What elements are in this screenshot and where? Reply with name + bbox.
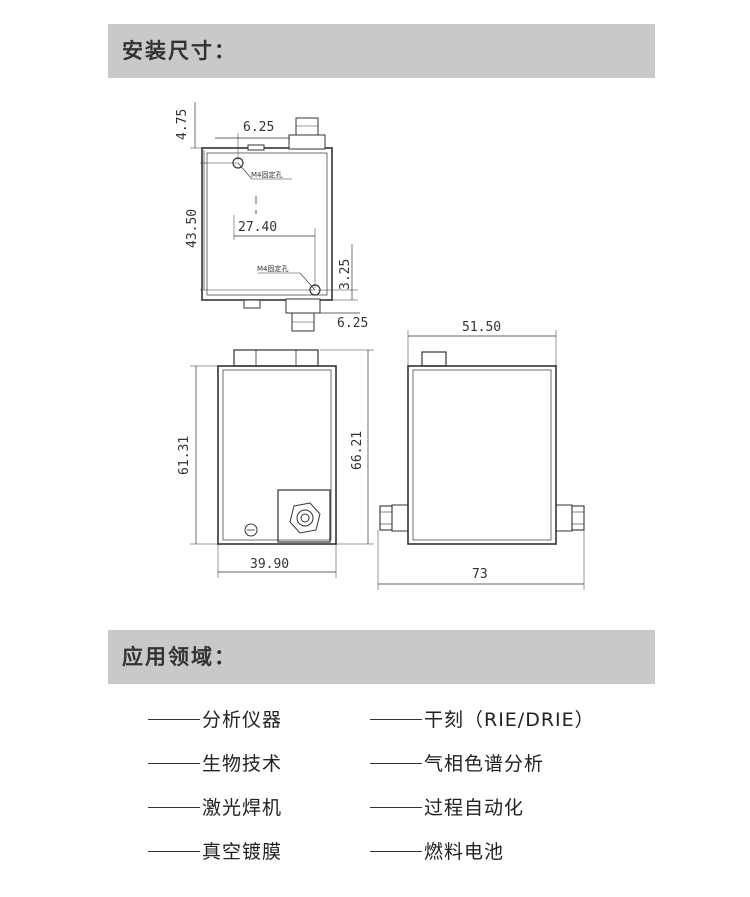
dim-front-height-inner: 61.31 (177, 436, 192, 475)
dim-side-total-width: 73 (472, 567, 488, 582)
side-top-connector (421, 351, 447, 367)
side-left-base (391, 504, 409, 532)
dim-hole-spacing-h: 27.40 (238, 220, 277, 235)
application-item: 燃料电池 (370, 837, 504, 864)
dim-front-height-total: 66.21 (350, 431, 365, 470)
dim-bottom-right-offset: 3.25 (338, 259, 353, 290)
application-item: 干刻（RIE/DRIE） (370, 705, 595, 732)
dim-hole-spacing-v: 43.50 (185, 209, 200, 248)
top-view (190, 102, 360, 332)
top-inlet-fitting (288, 134, 326, 150)
application-item: 真空镀膜 (148, 837, 282, 864)
side-left-fitting (379, 505, 393, 531)
applications-title-text: 应用领域： (122, 645, 237, 669)
top-view-inner-outline (206, 152, 328, 296)
dim-bottom-fitting-offset: 6.25 (337, 316, 368, 331)
technical-drawing: 4.75 6.25 43.50 27.40 3.25 6.25 M4固定孔 M4… (175, 102, 585, 590)
dim-top-left-offset: 4.75 (175, 109, 190, 140)
dimensions-title-text: 安装尺寸： (122, 39, 237, 63)
dim-front-width: 39.90 (250, 557, 289, 572)
front-fitting-plate (277, 489, 331, 543)
side-right-fitting (571, 505, 585, 531)
application-item: 过程自动化 (370, 793, 524, 820)
hole-label-bottom: M4固定孔 (257, 264, 289, 273)
hole-label-top: M4固定孔 (251, 170, 283, 179)
application-item: 气相色谱分析 (370, 749, 544, 776)
section-title-applications: 应用领域： (108, 630, 655, 684)
front-view-body (217, 365, 337, 545)
bottom-outlet-fitting (285, 298, 321, 314)
front-screw (244, 523, 258, 537)
side-view (377, 330, 585, 590)
front-top-connector (233, 349, 319, 367)
dim-top-fitting-offset: 6.25 (243, 120, 274, 135)
side-view-body (407, 365, 557, 545)
front-view (190, 349, 374, 578)
application-item: 激光焊机 (148, 793, 282, 820)
top-inlet-nut (295, 117, 319, 136)
section-title-dimensions: 安装尺寸： (108, 24, 655, 78)
front-fitting-hex (289, 502, 321, 534)
application-item: 分析仪器 (148, 705, 282, 732)
top-view-body (201, 147, 333, 301)
side-right-base (555, 504, 573, 532)
application-item: 生物技术 (148, 749, 282, 776)
dim-side-body-width: 51.50 (462, 320, 501, 335)
